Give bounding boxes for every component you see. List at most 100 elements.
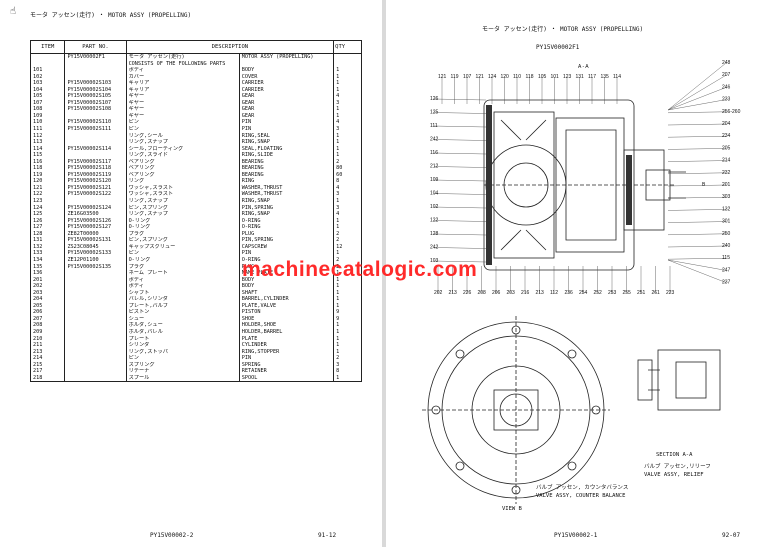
table-cell [64, 361, 127, 369]
table-cell: 1 [333, 217, 362, 225]
table-cell: PY15V00002F1 [64, 53, 127, 61]
callout-label: 214 [722, 158, 731, 164]
table-cell: 202 [29, 283, 66, 290]
callout-label: 120 [501, 74, 510, 80]
table-cell: 9 [333, 309, 362, 316]
table-cell: PLATE [238, 335, 335, 343]
table-cell [64, 374, 127, 383]
table-cell: PISTON [238, 309, 335, 316]
table-cell: 3 [333, 204, 362, 212]
table-cell: GEAR [238, 106, 335, 113]
table-cell: 214 [29, 355, 66, 362]
leader-line [667, 245, 727, 248]
parts-table: ITEM PART NO. DESCRIPTION QTY PY15V00002… [29, 40, 362, 383]
table-cell: BODY [238, 67, 335, 74]
table-cell: 210 [29, 335, 66, 343]
table-cell: 116 [29, 158, 66, 166]
table-cell [64, 270, 127, 277]
col-qty: QTY [333, 40, 362, 54]
table-cell: PY15V00002S105 [64, 93, 127, 100]
table-cell: WASHER,THRUST [238, 184, 335, 192]
leader-line [433, 112, 487, 114]
leader-line [433, 166, 487, 168]
callout-label: 208 [478, 290, 487, 296]
callout-label: 213 [449, 290, 458, 296]
table-cell: 1 [333, 335, 362, 343]
leader-line [433, 220, 487, 222]
leader-line [667, 259, 727, 271]
view-b-diagram [422, 316, 610, 504]
table-cell: モータ アッセン(走行) [125, 53, 240, 61]
callout-label: 123 [563, 74, 572, 80]
table-cell: NAME PLATE [238, 270, 335, 277]
table-cell: 107 [29, 99, 66, 107]
callout-label: 115 [722, 255, 730, 261]
table-cell: HOLDER,SHOE [238, 322, 335, 329]
table-cell: RING,SLIDE [238, 152, 335, 159]
table-cell: 206 [29, 309, 66, 316]
table-cell: 218 [29, 374, 66, 383]
leader-line [667, 62, 727, 111]
callout-label: 128 [430, 231, 439, 237]
leader-line [667, 148, 727, 150]
motor-cross-section [483, 99, 686, 271]
table-cell: スプール [125, 374, 240, 383]
table-cell: 1 [333, 224, 362, 231]
table-cell [64, 296, 127, 303]
right-diagram-page: モータ アッセン(走行) ・ MOTOR ASSY (PROPELLING) P… [386, 0, 768, 547]
table-cell: PY15V00002S131 [64, 237, 127, 244]
table-cell: PIN [238, 119, 335, 127]
relief-valve-diagram [637, 349, 721, 411]
table-cell: SEAL,FLOATING [238, 145, 335, 153]
table-cell: 4 [333, 93, 362, 100]
table-cell: PIN,SPRING [238, 237, 335, 244]
table-cell: 2 [333, 256, 362, 264]
table-cell: 1 [333, 250, 362, 257]
col-part-no: PART NO. [64, 40, 127, 54]
callout-label: 212 [430, 164, 439, 170]
callout-label: 250 [722, 231, 731, 237]
leader-line [433, 193, 487, 195]
callout-label: 107 [463, 74, 472, 80]
callout-label: 207 [722, 72, 731, 78]
leader-line [667, 209, 727, 211]
table-cell: BEARING [238, 165, 335, 172]
table-cell: RING,SNAP [238, 198, 335, 205]
callout-label: 237 [722, 280, 731, 286]
callout-label: 135 [601, 74, 610, 80]
callout-label: 117 [588, 74, 596, 80]
leader-line [667, 197, 727, 199]
leader-line [667, 259, 727, 283]
callout-label: 202 [434, 290, 443, 296]
table-cell: 111 [29, 126, 66, 133]
table-cell [64, 276, 127, 284]
table-cell: 209 [29, 328, 66, 336]
parts-table-header: ITEM PART NO. DESCRIPTION QTY [29, 40, 362, 54]
table-cell: PY15V00002S127 [64, 224, 127, 231]
callout-label: 102 [430, 204, 439, 210]
callout-label: 126 [430, 96, 439, 102]
leader-line [433, 260, 487, 263]
table-cell: 8 [333, 368, 362, 375]
table-cell: 131 [29, 237, 66, 244]
table-cell: PY15V00002S103 [64, 80, 127, 87]
left-page-header: モータ アッセン(走行) ・ MOTOR ASSY (PROPELLING) [30, 12, 192, 19]
table-cell: 114 [29, 145, 66, 153]
table-cell: 1 [333, 139, 362, 146]
table-cell: PY15V00002S126 [64, 217, 127, 225]
table-cell: O-RING [238, 217, 335, 225]
table-cell: CAPSCREW [238, 243, 335, 251]
